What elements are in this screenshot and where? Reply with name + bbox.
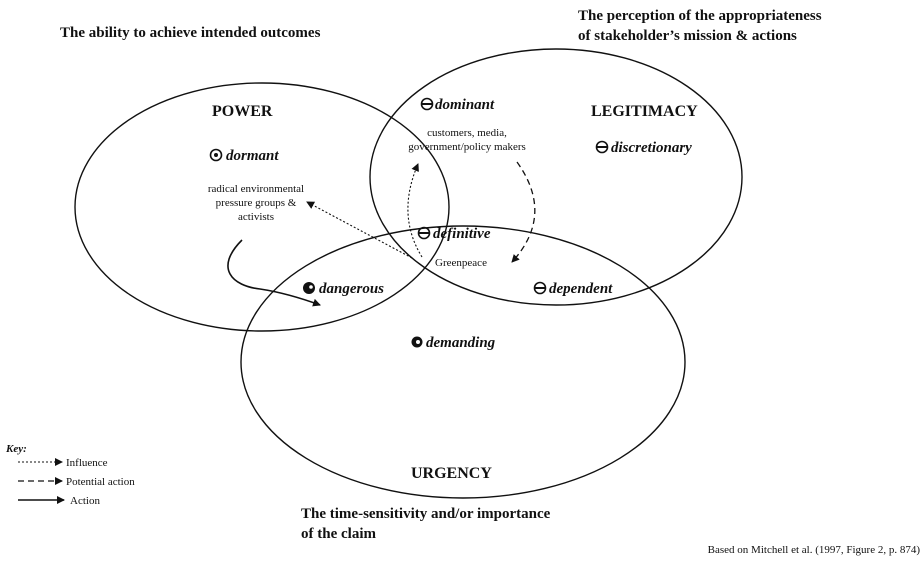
legend-influence-label: Influence xyxy=(66,457,108,469)
discretionary-bullet-icon xyxy=(595,140,609,154)
dependent-label: dependent xyxy=(549,281,613,297)
urgency-circle xyxy=(240,225,686,499)
power-description: The ability to achieve intended outcomes xyxy=(60,25,321,41)
dormant-bullet-icon xyxy=(209,148,223,162)
urgency-description-line1: The time-sensitivity and/or importance xyxy=(301,506,551,522)
dormant-stakeholders-line2: pressure groups & xyxy=(216,197,297,209)
potential-action-arrow xyxy=(511,161,536,263)
dormant-label: dormant xyxy=(226,148,279,164)
legitimacy-description-line1: The perception of the appropriateness xyxy=(578,8,822,24)
definitive-bullet-icon xyxy=(417,226,431,240)
urgency-label: URGENCY xyxy=(411,465,492,482)
legend: Key: Influence Potential action Action xyxy=(5,443,135,507)
demanding-bullet-icon xyxy=(411,336,423,348)
legend-action-label: Action xyxy=(70,495,100,507)
dominant-stakeholders-line1: customers, media, xyxy=(427,127,507,139)
legitimacy-circle xyxy=(369,48,743,306)
legend-title: Key: xyxy=(5,443,27,455)
legitimacy-description-line2: of stakeholder’s mission & actions xyxy=(578,28,797,44)
dormant-stakeholders-line1: radical environmental xyxy=(208,183,304,195)
power-label: POWER xyxy=(212,103,273,120)
dangerous-bullet-icon xyxy=(303,282,315,294)
influence-arrow-to-dominant xyxy=(407,163,423,258)
definitive-label: definitive xyxy=(433,226,491,242)
definitive-stakeholder: Greenpeace xyxy=(435,257,487,269)
discretionary-label: discretionary xyxy=(611,140,692,156)
influence-arrow-to-dormant xyxy=(306,201,413,259)
dominant-bullet-icon xyxy=(420,97,434,111)
urgency-description-line2: of the claim xyxy=(301,526,376,542)
action-arrow xyxy=(227,239,321,307)
legitimacy-label: LEGITIMACY xyxy=(591,103,698,120)
power-circle xyxy=(74,82,450,332)
dominant-label: dominant xyxy=(435,97,495,113)
demanding-label: demanding xyxy=(426,335,496,351)
dormant-stakeholders-line3: activists xyxy=(238,211,274,223)
dependent-bullet-icon xyxy=(533,281,547,295)
legend-potential-action-label: Potential action xyxy=(66,476,135,488)
source-citation: Based on Mitchell et al. (1997, Figure 2… xyxy=(708,544,921,556)
dangerous-label: dangerous xyxy=(319,281,384,297)
dominant-stakeholders-line2: government/policy makers xyxy=(408,141,526,153)
